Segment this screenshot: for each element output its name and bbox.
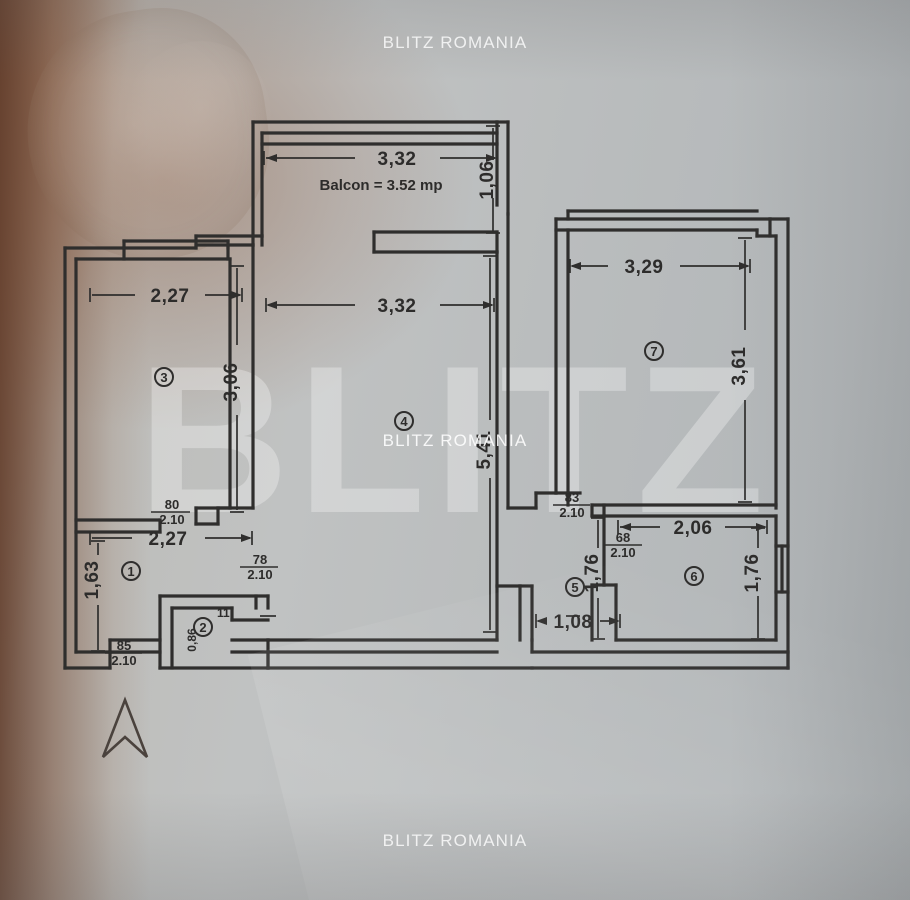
floor-plan-page: BLITZ [0, 0, 910, 900]
paper-background [0, 0, 910, 900]
